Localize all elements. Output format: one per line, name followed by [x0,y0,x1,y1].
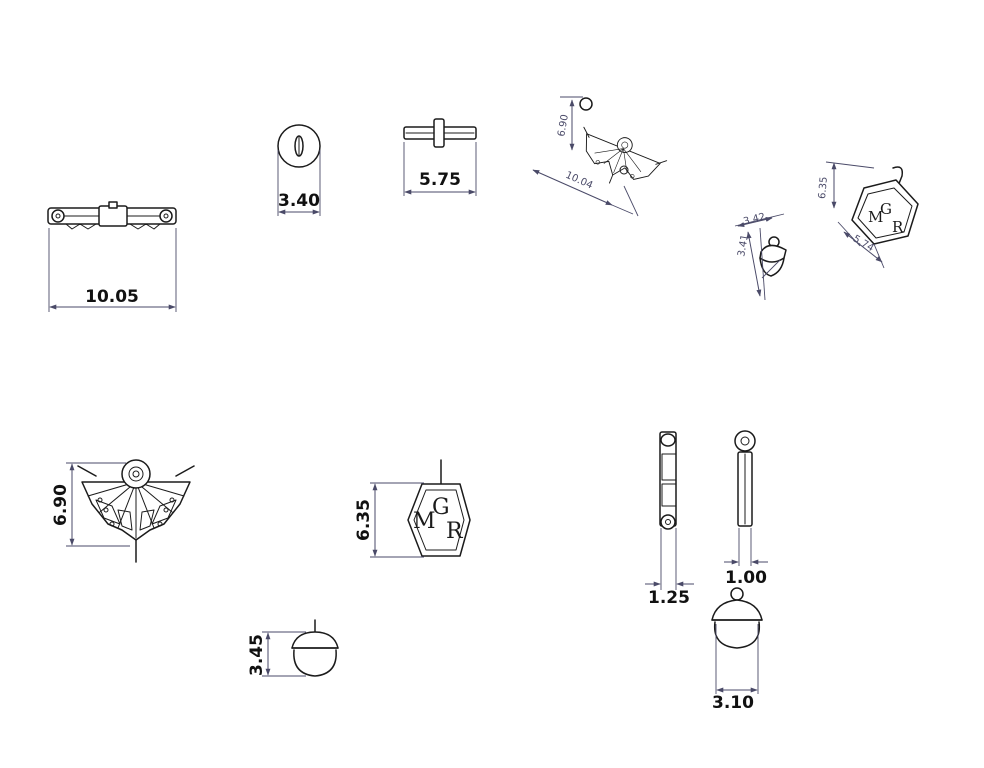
dim-iso-hex-height: 6.35 [817,176,830,199]
top-bar-view: 5.75 [403,118,477,196]
clasp-side-view: 1.25 [645,431,694,608]
monogram-g: G [432,495,450,520]
dim-acorn-height: 3.45 [247,634,267,676]
monogram-r: R [446,519,464,544]
iso-acorn-view: 3.42 3.41 [734,212,787,301]
iso-hex-view: M G R 6.35 5.74 [817,161,919,269]
dim-iso-acorn-a: 3.42 [742,212,766,228]
side-bar-view: 10.05 [47,201,177,312]
dim-top-bar-length: 5.75 [419,170,461,190]
dim-hex-height: 6.35 [354,499,374,541]
dim-front-disc-diameter: 3.40 [278,191,320,211]
hex-pendant-view: M G R 6.35 [354,459,471,558]
clasp-edge-view: 1.00 [724,430,768,588]
fan-front-view: 6.90 [51,459,195,563]
dim-fan-height: 6.90 [51,484,71,526]
iso-monogram-m: M [868,208,883,226]
dim-iso-fan-height: 6.90 [556,114,571,138]
front-disc-view: 3.40 [277,124,321,216]
dim-clasp-side-width: 1.25 [648,588,690,608]
acorn-width-view: 3.10 [711,587,763,713]
acorn-front-view: 3.45 [247,619,339,677]
iso-monogram-g: G [880,200,892,218]
dim-iso-acorn-b: 3.41 [736,234,751,258]
monogram-m: M [413,509,436,534]
dim-iso-fan-width: 10.04 [564,170,595,192]
dim-clasp-edge-width: 1.00 [725,568,767,588]
iso-fan-view: 6.90 10.04 [532,96,668,217]
iso-monogram-r: R [892,218,904,236]
dim-side-bar-width: 10.05 [85,287,139,307]
dim-acorn-width: 3.10 [712,693,754,713]
